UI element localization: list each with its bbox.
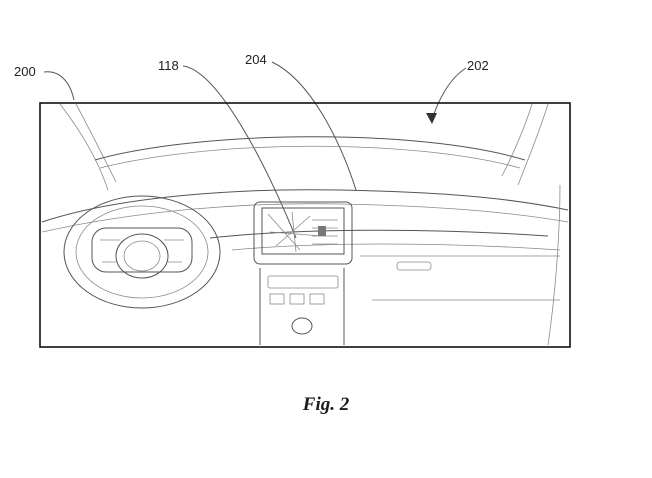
dashboard bbox=[41, 184, 569, 346]
leader-200 bbox=[43, 71, 75, 101]
figure-caption: Fig. 2 bbox=[302, 394, 350, 415]
map-marker-icon bbox=[318, 226, 326, 236]
view-frame bbox=[39, 102, 571, 348]
ref-label-202: 202 bbox=[467, 58, 489, 73]
steering-wheel bbox=[63, 195, 221, 309]
ref-label-204: 204 bbox=[245, 52, 267, 67]
leader-202 bbox=[431, 67, 467, 121]
arrow-head-202 bbox=[426, 113, 437, 124]
windshield bbox=[59, 103, 549, 191]
leader-118 bbox=[182, 65, 297, 239]
ref-label-118: 118 bbox=[158, 58, 179, 73]
leader-204 bbox=[271, 61, 357, 191]
ref-label-200: 200 bbox=[14, 64, 36, 79]
center-display bbox=[253, 201, 353, 265]
leader-lines bbox=[43, 61, 467, 239]
center-console bbox=[259, 268, 345, 345]
